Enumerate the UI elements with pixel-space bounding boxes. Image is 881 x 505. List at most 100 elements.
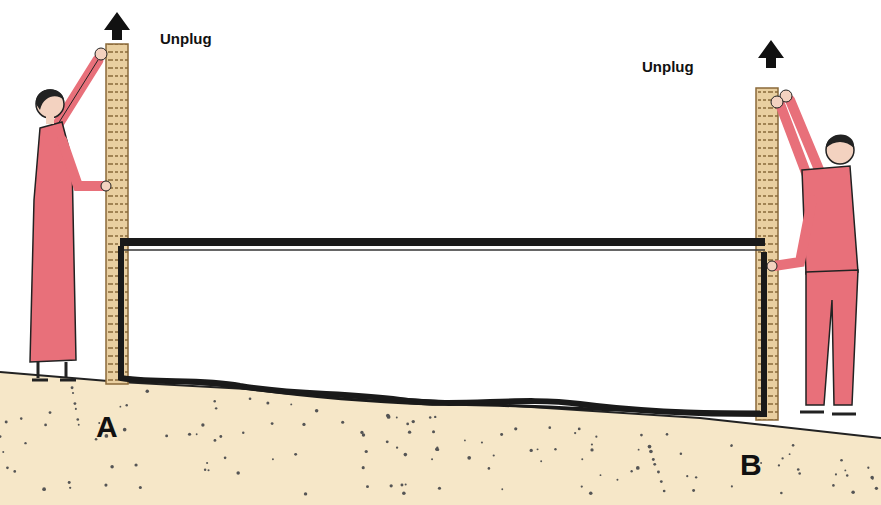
ground-dot [2,451,4,453]
ground-dot [648,445,652,449]
ground-dot [638,449,640,451]
ground-dot [548,426,551,429]
ground-dot [653,463,656,466]
ground-dot [290,403,292,405]
ground-dot [266,401,269,404]
ground-dot [464,439,466,441]
ground-dot [438,487,441,490]
ground-dot [616,479,618,481]
ground-dot [730,444,732,446]
ground-dot [695,476,697,478]
ground-dot [666,433,669,436]
ground-dot [396,417,398,419]
ground-dot [72,392,74,394]
ground-dot [204,469,206,471]
ground-dot [731,444,733,446]
ground-dot [207,469,209,471]
measuring-pole [106,44,128,384]
ground-dot [74,402,77,405]
ground-dot [870,476,873,479]
ground-dot [365,450,368,453]
ground-dot [406,423,409,426]
action-label: Unplug [160,30,212,47]
ground-dot [69,487,71,489]
ground-dot [652,458,655,461]
ground-dot [595,436,597,438]
ground-dot [686,475,688,477]
ground-dot [660,480,663,483]
ground-dot [797,468,800,471]
ground-dot [875,487,878,490]
ground-dot [304,492,307,495]
ground-dot [224,457,227,460]
ground-dot [581,485,583,487]
ground-dot [76,418,79,421]
water-tube [121,246,764,414]
point-label: B [740,448,762,482]
ground-dot [680,453,683,456]
ground-dot [431,458,433,460]
ground-dot [134,463,137,466]
ground-dot [429,416,432,419]
ground-dot [663,490,666,493]
ground-dot [432,430,435,433]
ground-dot [500,433,503,436]
point-label: A [96,410,118,444]
ground-dot [488,467,491,470]
ground-dot [302,423,305,426]
ground-dot [42,487,46,491]
ground-dot [362,433,365,436]
ground-dot [49,411,52,414]
woman-figure [30,48,111,380]
ground-dot [405,483,407,485]
ground-dot [412,420,415,423]
ground-dot [315,409,319,413]
ground-dot [126,404,128,406]
ground-dot [294,453,297,456]
ground-dot [139,486,142,489]
ground-dot [402,491,406,495]
ground-dot [846,474,848,476]
ground-dot [20,417,23,420]
ground-dot [404,453,408,457]
ground-dot [236,471,240,475]
ground-dot [386,440,389,443]
ground-dot [780,492,783,495]
ground-dot [574,432,576,434]
ground-dot [640,434,643,437]
level-line [120,238,765,246]
ground-dot [835,473,837,475]
ground-dot [13,470,16,473]
ground-dot [24,442,26,444]
ground-dot [514,427,517,430]
ground-dot [75,408,77,410]
ground-dot [590,448,593,451]
ground-dot [435,448,438,451]
ground-dot [408,430,411,433]
ground-dot [71,386,74,389]
ground-dot [481,441,483,443]
ground-dot [657,471,660,474]
ground-dot [249,397,252,400]
ground-dot [400,484,403,487]
ground-dot [554,448,556,450]
ground-dot [272,458,274,460]
ground-dot [6,467,9,470]
ground-dot [5,421,8,424]
ground-dot [501,488,503,490]
ground-dot [630,470,632,472]
ground [0,372,881,505]
action-label: Unplug [642,58,694,75]
ground-dot [581,458,583,460]
ground-dot [68,481,71,484]
ground-dot [636,466,640,470]
ground-dot [840,459,843,462]
ground-dot [789,453,791,455]
ground-dot [271,422,274,425]
ground-dot [214,439,217,442]
ground-dot [540,460,542,462]
ground-dot [798,472,801,475]
ground-dot [530,449,533,452]
ground-dot [242,431,244,433]
